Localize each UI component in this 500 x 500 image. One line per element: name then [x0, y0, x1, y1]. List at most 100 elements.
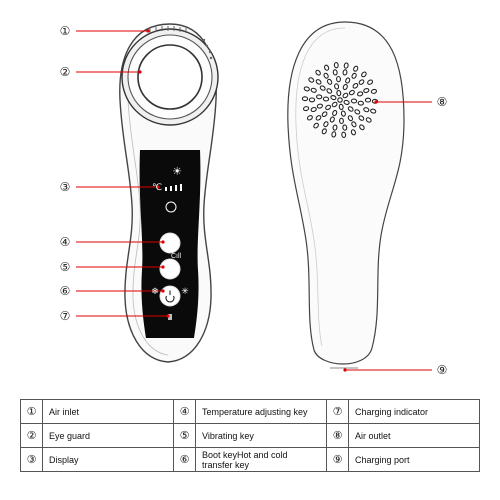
celsius-icon: ℃	[151, 182, 163, 192]
outlet-hole	[333, 62, 339, 69]
outlet-hole	[332, 124, 338, 131]
legend-number: ⑥	[173, 447, 196, 472]
leader-dots	[138, 29, 378, 372]
legend-text: Charging port	[348, 447, 480, 472]
legend-text: Air inlet	[42, 399, 174, 424]
outlet-hole	[321, 111, 328, 118]
outlet-hole	[338, 103, 344, 111]
sun-icon: ☀	[172, 166, 182, 178]
leader-dot	[343, 368, 347, 372]
leader-dot	[161, 265, 165, 269]
outlet-hole	[351, 72, 357, 79]
outlet-hole	[340, 110, 346, 117]
outlet-hole	[332, 69, 338, 76]
outlet-hole	[370, 88, 378, 94]
outlet-hole	[336, 75, 341, 83]
outlet-hole	[310, 87, 317, 93]
legend-number: ②	[20, 423, 43, 448]
outlet-hole	[319, 85, 326, 91]
vibrating-key[interactable]	[159, 258, 181, 280]
air-inlet-vents	[149, 26, 187, 33]
outlet-hole	[315, 79, 322, 85]
outlet-hole	[315, 115, 322, 121]
device-illustration	[76, 21, 432, 372]
charging-indicator-light	[168, 314, 172, 320]
temperature-adjusting-key[interactable]	[159, 232, 181, 254]
legend-text: Charging indicator	[348, 399, 480, 424]
outlet-hole	[351, 121, 357, 128]
outlet-hole	[350, 98, 358, 104]
outlet-hole	[323, 72, 329, 79]
leader-dot	[138, 70, 142, 74]
outlet-hole	[316, 103, 323, 109]
callout-2: ②	[59, 65, 71, 79]
outlet-hole	[302, 106, 310, 112]
leader-dot	[146, 29, 150, 33]
legend-number: ⑦	[326, 399, 349, 424]
outlet-hole	[350, 129, 356, 136]
outlet-hole	[306, 115, 313, 121]
legend-text: Display	[42, 447, 174, 472]
outlet-hole	[322, 96, 330, 102]
outlet-hole	[331, 101, 338, 108]
legend-text: Air outlet	[348, 423, 480, 448]
outlet-hole	[308, 97, 316, 103]
outlet-hole	[325, 104, 332, 111]
outlet-hole	[308, 77, 315, 83]
outlet-hole	[339, 117, 344, 125]
legend-number: ⑤	[173, 423, 196, 448]
legend-number: ③	[20, 447, 43, 472]
outlet-hole	[341, 131, 347, 138]
outlet-hole	[342, 124, 348, 131]
boot-key[interactable]	[159, 285, 181, 307]
outlet-hole	[321, 128, 327, 135]
legend-text: Vibrating key	[195, 423, 327, 448]
display-mode-ring	[165, 201, 177, 213]
outlet-hole	[363, 87, 370, 94]
outlet-hole	[357, 91, 364, 97]
outlet-hole	[301, 96, 309, 102]
leader-lines	[76, 30, 432, 371]
outlet-hole	[343, 62, 349, 69]
snowflake-icon: ❄	[151, 286, 159, 296]
outlet-hole	[365, 117, 372, 123]
outlet-hole	[313, 122, 319, 129]
outlet-hole	[357, 100, 364, 106]
callout-8: ⑧	[436, 95, 448, 109]
outlet-hole	[354, 109, 361, 115]
leader-dot	[161, 289, 165, 293]
callout-4: ④	[59, 235, 71, 249]
callout-3: ③	[59, 180, 71, 194]
outlet-hole	[310, 106, 317, 113]
outlet-hole	[345, 77, 351, 84]
diagram-area: ① ② ③ ④ ⑤ ⑥ ⑦ ⑧ ⑨ ☀ ℃ Cıll ❄ ✳	[59, 21, 448, 377]
callout-7: ⑦	[59, 309, 71, 323]
outlet-hole	[336, 89, 342, 97]
leader-dot	[166, 314, 170, 318]
legend-number: ⑨	[326, 447, 349, 472]
legend-number: ①	[20, 399, 43, 424]
outlet-hole	[342, 92, 349, 99]
outlet-hole	[358, 115, 365, 121]
heat-icon: ✳	[181, 286, 189, 296]
outlet-hole	[347, 115, 354, 122]
legend-text: Boot keyHot and cold transfer key	[195, 447, 327, 472]
legend-number: ④	[173, 399, 196, 424]
outlet-hole	[332, 109, 338, 117]
outlet-hole	[315, 69, 321, 76]
outlet-hole	[361, 71, 367, 78]
outlet-hole	[353, 65, 359, 72]
outlet-hole	[342, 69, 348, 76]
leader-dot	[156, 185, 160, 189]
callout-5: ⑤	[59, 260, 71, 274]
display-level-bars	[165, 184, 182, 191]
outlet-hole	[337, 97, 343, 103]
outlet-hole	[316, 94, 323, 100]
air-outlet-holes	[301, 62, 379, 138]
back-device-edge	[295, 27, 346, 347]
outlet-hole	[330, 95, 337, 101]
